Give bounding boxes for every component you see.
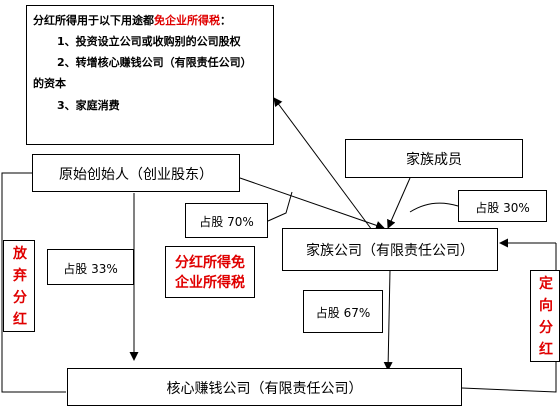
abandon-dividend-annotation: 放弃分红	[3, 240, 35, 332]
note-item-2: 2、转增核心赚钱公司（有限责任公司）	[57, 56, 252, 69]
stake-67-text: 占股 67%	[315, 306, 371, 320]
stake-33-text: 占股 33%	[63, 262, 118, 276]
callout-pointer-70	[267, 191, 293, 222]
core-company-node: 核心赚钱公司（有限责任公司）	[67, 368, 462, 406]
arrow-family-company-to-core-company	[383, 269, 393, 371]
stake-label-30: 占股 30%	[458, 190, 547, 222]
stake-label-67: 占股 67%	[303, 290, 383, 333]
stake-70-text: 占股 70%	[199, 215, 254, 229]
callout-pointer-30	[409, 202, 459, 213]
arrow-founder-to-family-company	[239, 177, 385, 230]
dividend-tax-free-annotation: 分红所得免企业所得税	[165, 246, 255, 298]
stake-label-33: 占股 33%	[47, 249, 134, 285]
arrow-members-to-family-company	[387, 177, 411, 229]
directed-dividend-text: 定向分红	[539, 276, 553, 358]
dividend-usage-note: 分红所得用于以下用途都免企业所得税： 1、投资设立公司或收购别的公司股权 2、转…	[26, 5, 274, 145]
arrow-family-company-to-note	[273, 97, 373, 231]
directed-dividend-annotation: 定向分红	[530, 270, 560, 362]
family-members-node: 家族成员	[345, 139, 523, 178]
note-item-3: 3、家庭消费	[57, 99, 120, 112]
founder-label: 原始创始人（创业股东）	[59, 167, 213, 183]
stake-label-70: 占股 70%	[185, 203, 268, 238]
abandon-dividend-text: 放弃分红	[13, 246, 27, 328]
bracket-abandon-dividend	[1, 172, 66, 393]
family-members-label: 家族成员	[406, 152, 462, 168]
founder-node: 原始创始人（创业股东）	[32, 154, 240, 192]
family-company-label: 家族公司（有限责任公司）	[306, 243, 474, 259]
note-heading: 分红所得用于以下用途都免企业所得税：	[33, 14, 231, 27]
note-item-1: 1、投资设立公司或收购别的公司股权	[57, 35, 241, 48]
core-company-label: 核心赚钱公司（有限责任公司）	[166, 381, 363, 397]
family-company-node: 家族公司（有限责任公司）	[282, 228, 498, 271]
dividend-tax-free-text: 分红所得免企业所得税	[175, 255, 245, 291]
note-item-2-cont: 的资本	[33, 77, 66, 90]
stake-30-text: 占股 30%	[475, 201, 530, 215]
